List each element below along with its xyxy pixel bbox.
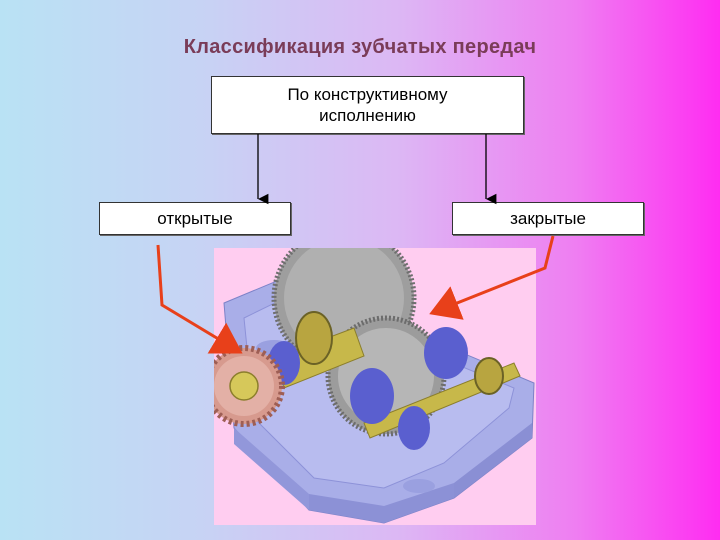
bearing-cap-right [424,327,468,379]
bearing-1 [295,311,333,365]
classification-box: По конструктивному исполнению [211,76,524,134]
closed-gears-box: закрытые [452,202,644,235]
housing-front-face [309,483,454,523]
open-gears-box: открытые [99,202,291,235]
bearing-cap-center [350,368,394,424]
arrow-open-to-gear [156,244,243,354]
bearing-output [474,357,504,395]
gearbox-illustration [214,248,536,525]
arrow-closed-to-gearbox [429,235,555,320]
closed-gears-label: закрытые [510,208,586,228]
open-gear-hub [229,371,259,401]
housing-left-face [234,428,309,510]
slide-title: Классификация зубчатых передач [183,36,537,58]
open-gears-label: открытые [157,208,233,228]
housing-right-face [454,423,532,498]
classification-box-line2: исполнению [319,106,416,125]
classification-box-line1: По конструктивному [287,85,448,104]
bearing-cap-bottom [398,406,430,450]
housing-foot-bottom [403,479,435,493]
